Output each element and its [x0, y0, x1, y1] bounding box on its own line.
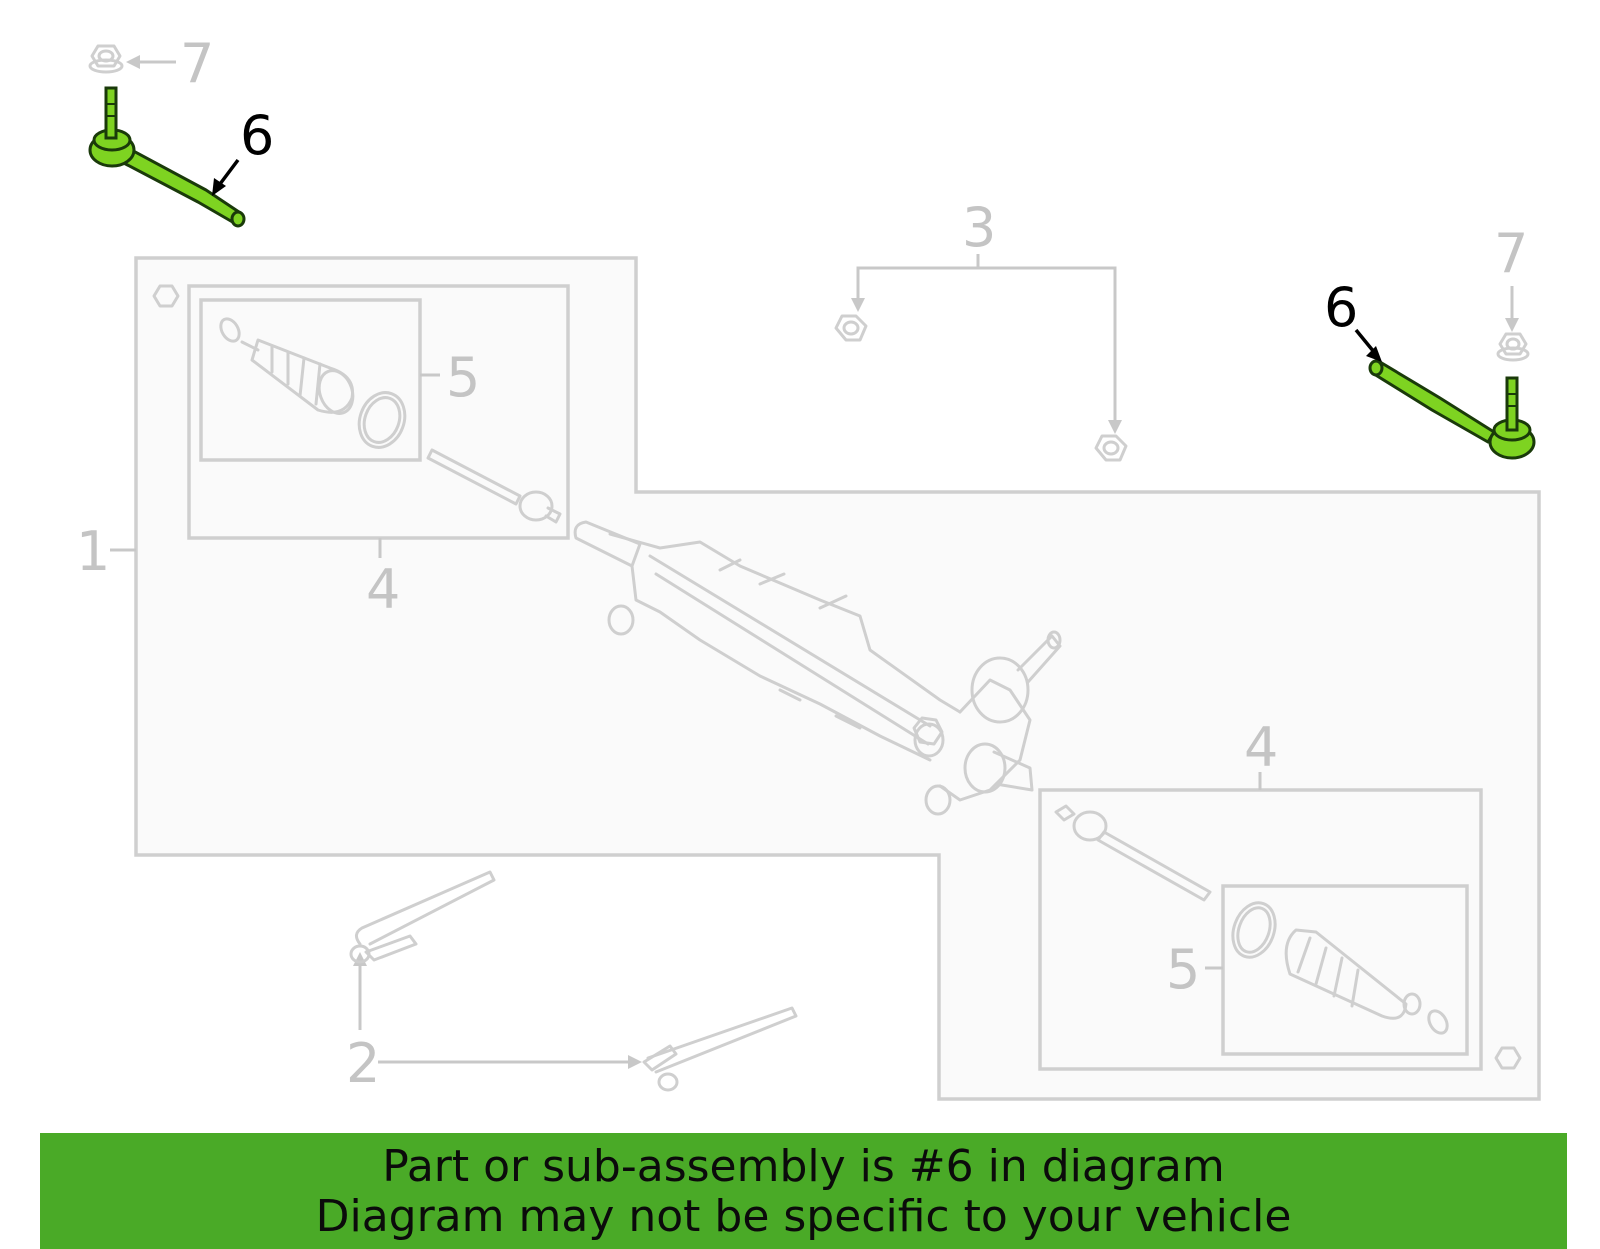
nut-icon [1494, 1046, 1522, 1070]
callout-4-bottom: 4 [1244, 716, 1278, 779]
steering-rack-icon [573, 520, 1062, 816]
callout-7-left: 7 [180, 32, 214, 95]
info-banner: Part or sub-assembly is #6 in diagram Di… [40, 1133, 1567, 1249]
callout-4-top: 4 [366, 558, 400, 621]
nut-icon [834, 314, 868, 342]
subassembly-box-5-bottom [1221, 884, 1469, 1056]
bolt-icon [349, 870, 496, 964]
callout-6-right[interactable]: 6 [1324, 276, 1358, 339]
arrow-3-left [851, 298, 865, 312]
tie-rod-end-highlight-left[interactable] [88, 86, 246, 228]
callout-6-left[interactable]: 6 [240, 104, 274, 167]
arrow-3-right [1108, 420, 1122, 434]
arrow-7-left [126, 55, 140, 69]
callout-1: 1 [76, 520, 110, 583]
boot-icon [219, 317, 407, 449]
inner-tie-rod-icon [426, 448, 562, 524]
banner-line-2: Diagram may not be specific to your vehi… [315, 1191, 1292, 1242]
arrow-6-right [1354, 328, 1382, 362]
inner-tie-rod-icon [1054, 804, 1212, 902]
nut-icon [152, 284, 180, 308]
subassembly-box-5-top [199, 298, 422, 462]
callout-5-top: 5 [446, 346, 480, 409]
bolt-icon [642, 1006, 798, 1092]
arrow-6-left [212, 158, 240, 196]
nut-icon [1496, 332, 1530, 362]
tie-rod-end-highlight-right[interactable] [1368, 359, 1536, 460]
nut-icon [88, 44, 124, 74]
leader-line-3 [856, 266, 1117, 428]
callout-5-bottom: 5 [1166, 938, 1200, 1001]
banner-line-1: Part or sub-assembly is #6 in diagram [382, 1141, 1225, 1192]
arrow-2-right [628, 1055, 642, 1069]
arrow-7-right [1505, 318, 1519, 332]
callout-3: 3 [962, 196, 996, 259]
boot-icon [1231, 901, 1449, 1035]
callout-7-right: 7 [1494, 222, 1528, 285]
callout-2: 2 [346, 1032, 380, 1095]
nut-icon [1094, 434, 1128, 462]
assembly-outline [134, 256, 1541, 1101]
